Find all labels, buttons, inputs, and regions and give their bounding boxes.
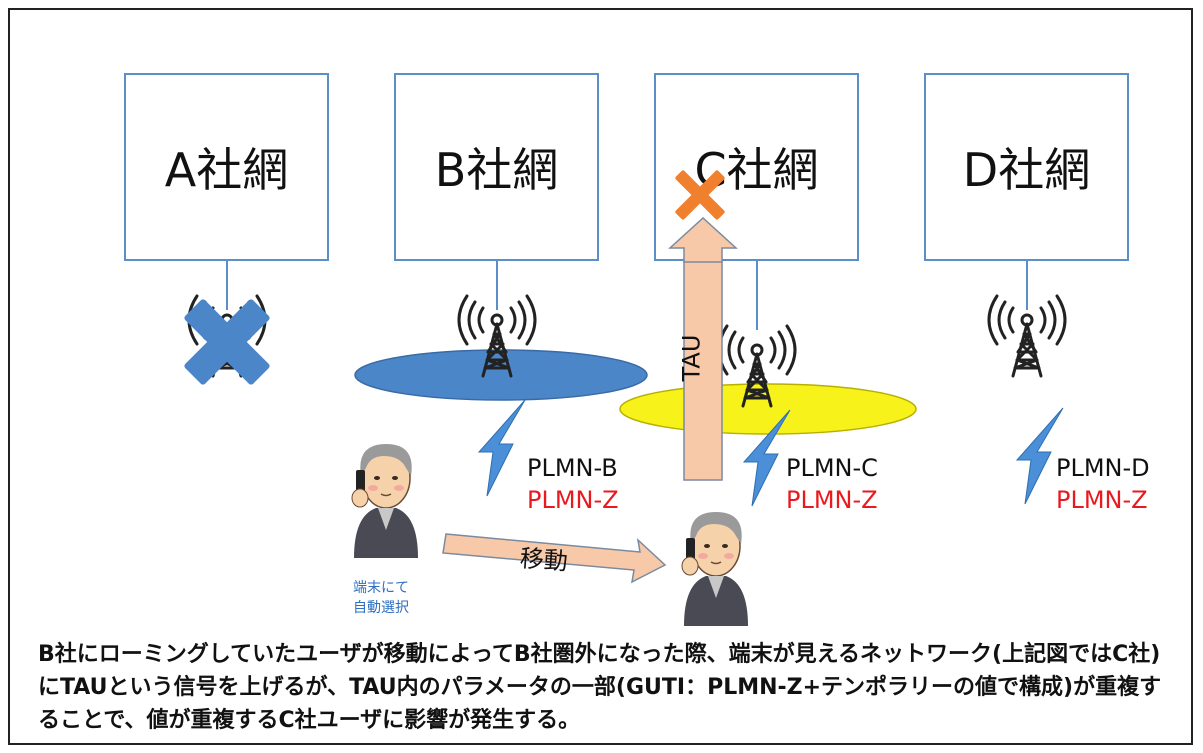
network-box-b: B社網 bbox=[394, 73, 599, 261]
move-label: 移動 bbox=[518, 544, 569, 576]
diagram-frame bbox=[8, 8, 1193, 745]
network-label: B社網 bbox=[434, 143, 559, 197]
diagram-caption: B社にローミングしていたユーザが移動によってB社圏外になった際、端末が見えるネッ… bbox=[38, 642, 1162, 733]
plmn-labels-c: PLMN-C PLMN-Z bbox=[786, 452, 878, 516]
plmn-labels-b: PLMN-B PLMN-Z bbox=[527, 452, 619, 516]
cross-mark-icon bbox=[184, 299, 270, 385]
phone-user-icon bbox=[351, 443, 419, 559]
plmn-shared: PLMN-Z bbox=[527, 486, 619, 514]
auto-select-note: 端末にて 自動選択 bbox=[353, 580, 409, 616]
network-label: A社網 bbox=[164, 143, 289, 197]
plmn-own: PLMN-B bbox=[527, 454, 618, 482]
network-label: D社網 bbox=[962, 143, 1091, 197]
plmn-shared: PLMN-Z bbox=[786, 486, 878, 514]
network-box-c: C社網 bbox=[654, 73, 859, 261]
network-label: C社網 bbox=[694, 143, 819, 197]
phone-user-icon bbox=[681, 511, 749, 627]
network-box-d: D社網 bbox=[924, 73, 1129, 261]
coverage-area-b bbox=[354, 349, 648, 401]
plmn-own: PLMN-D bbox=[1056, 454, 1150, 482]
plmn-shared: PLMN-Z bbox=[1056, 486, 1148, 514]
move-arrow bbox=[442, 533, 667, 584]
plmn-labels-d: PLMN-D PLMN-Z bbox=[1056, 452, 1150, 516]
network-box-a: A社網 bbox=[124, 73, 329, 261]
plmn-own: PLMN-C bbox=[786, 454, 878, 482]
tau-label: TAU bbox=[677, 334, 706, 382]
lightning-icon bbox=[478, 399, 526, 497]
